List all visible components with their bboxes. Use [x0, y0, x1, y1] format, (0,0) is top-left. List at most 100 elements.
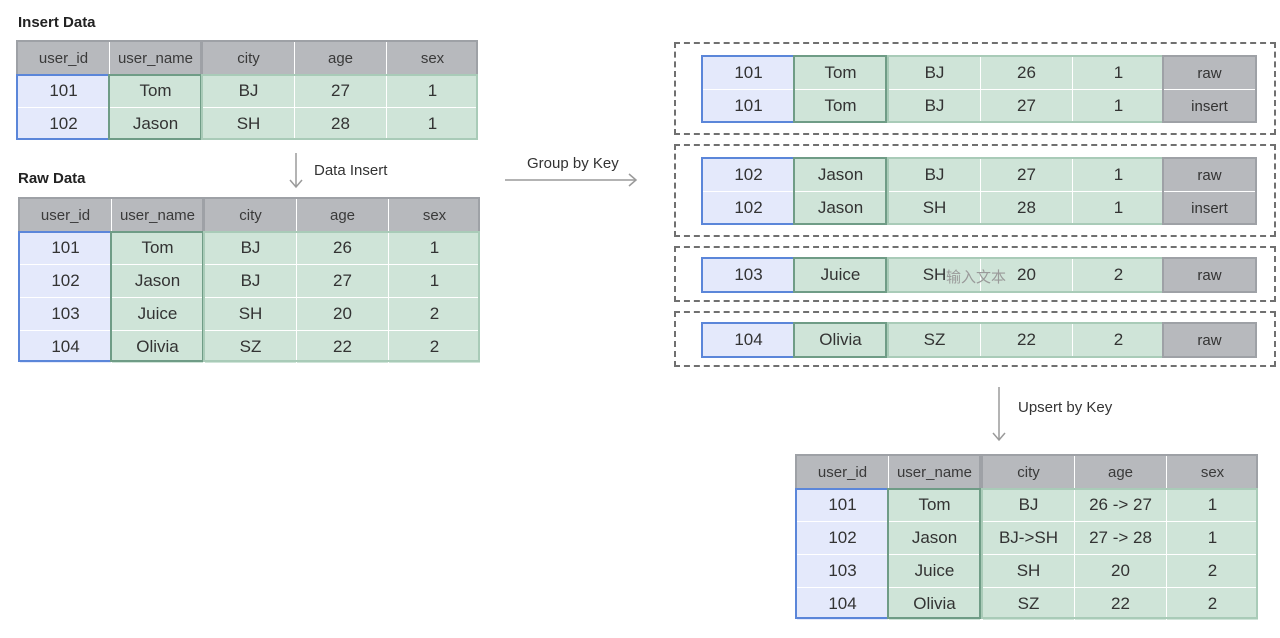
group-104-key-table: 104 Olivia [703, 324, 886, 356]
table-cell: Jason [889, 522, 980, 554]
row-source-tag: insert [1164, 192, 1255, 224]
table-cell: BJ [203, 75, 294, 107]
table-cell: 102 [703, 159, 794, 191]
table-cell: Olivia [889, 588, 980, 620]
group-box-103 [674, 246, 1276, 302]
header-age: age [1075, 456, 1166, 488]
table-cell: SZ [889, 324, 980, 356]
group-by-key-label: Group by Key [527, 155, 619, 172]
row-source-tag: raw [1164, 259, 1255, 291]
table-cell: Juice [112, 298, 203, 330]
table-cell: BJ [205, 232, 296, 264]
table-cell: Tom [110, 75, 201, 107]
table-cell: 101 [703, 90, 794, 122]
table-cell: SZ [983, 588, 1074, 620]
table-cell: 20 [1075, 555, 1166, 587]
table-cell: 1 [1073, 192, 1164, 224]
table-cell: BJ->SH [983, 522, 1074, 554]
table-cell: SZ [205, 331, 296, 363]
table-cell: 101 [797, 489, 888, 521]
header-user-name: user_name [889, 456, 980, 488]
header-age: age [297, 199, 388, 231]
table-cell: 2 [1073, 259, 1164, 291]
table-cell: 26 [981, 57, 1072, 89]
result-value-table: city age sex BJ 26 -> 27 1 BJ->SH 27 -> … [983, 456, 1258, 620]
row-source-tag: insert [1164, 90, 1255, 122]
table-cell: Tom [889, 489, 980, 521]
data-insert-arrowhead [289, 179, 303, 189]
group-box-101 [674, 42, 1276, 135]
header-user-id: user_id [797, 456, 888, 488]
table-cell: Tom [795, 90, 886, 122]
table-cell: 22 [297, 331, 388, 363]
table-cell: 2 [1073, 324, 1164, 356]
table-cell: 1 [1073, 57, 1164, 89]
header-city: city [983, 456, 1074, 488]
table-cell: 1 [1167, 489, 1258, 521]
table-cell: 103 [20, 298, 111, 330]
table-cell: BJ [889, 90, 980, 122]
group-102-tag-table: raw insert [1164, 159, 1255, 224]
table-cell: Tom [112, 232, 203, 264]
table-cell: 102 [797, 522, 888, 554]
table-cell: SH [983, 555, 1074, 587]
group-103-tag-table: raw [1164, 259, 1255, 291]
row-source-tag: raw [1164, 324, 1255, 356]
table-cell: 26 [297, 232, 388, 264]
table-cell: 27 [981, 90, 1072, 122]
data-insert-label: Data Insert [314, 162, 388, 179]
table-cell: 27 [981, 159, 1072, 191]
table-cell: BJ [889, 159, 980, 191]
insert-data-value-table: city age sex BJ 27 1 SH 28 1 [203, 42, 478, 140]
table-cell: 101 [20, 232, 111, 264]
table-cell: 1 [389, 232, 480, 264]
table-cell: Jason [795, 192, 886, 224]
table-cell: BJ [983, 489, 1074, 521]
table-cell: BJ [205, 265, 296, 297]
table-cell: 102 [703, 192, 794, 224]
table-cell: 26 -> 27 [1075, 489, 1166, 521]
table-cell: 2 [389, 331, 480, 363]
header-user-name: user_name [112, 199, 203, 231]
table-cell: 2 [1167, 555, 1258, 587]
table-cell: 1 [387, 108, 478, 140]
table-cell: Olivia [795, 324, 886, 356]
row-source-tag: raw [1164, 57, 1255, 89]
header-user-name: user_name [110, 42, 201, 74]
result-key-table: user_id user_name 101 Tom 102 Jason 103 … [797, 456, 980, 620]
table-cell: 2 [1167, 588, 1258, 620]
header-city: city [205, 199, 296, 231]
group-103-key-table: 103 Juice [703, 259, 886, 291]
table-cell: 27 [297, 265, 388, 297]
group-box-104 [674, 311, 1276, 367]
table-cell: 101 [18, 75, 109, 107]
table-cell: SH [889, 192, 980, 224]
table-cell: 22 [1075, 588, 1166, 620]
header-user-id: user_id [18, 42, 109, 74]
placeholder-overlay-text: 输入文本 [946, 269, 1007, 286]
table-cell: 1 [387, 75, 478, 107]
table-cell: 20 [297, 298, 388, 330]
table-cell: 1 [1167, 522, 1258, 554]
table-cell: 103 [703, 259, 794, 291]
group-103-value-table: SH 20 2 [889, 259, 1164, 291]
upsert-by-key-label: Upsert by Key [1018, 399, 1113, 416]
group-104-tag-table: raw [1164, 324, 1255, 356]
group-102-value-table: BJ 27 1 SH 28 1 [889, 159, 1164, 224]
group-101-value-table: BJ 26 1 BJ 27 1 [889, 57, 1164, 122]
table-cell: 22 [981, 324, 1072, 356]
header-city: city [203, 42, 294, 74]
header-sex: sex [1167, 456, 1258, 488]
table-cell: Juice [889, 555, 980, 587]
table-cell: 103 [797, 555, 888, 587]
insert-data-key-table: user_id user_name 101 Tom 102 Jason [18, 42, 201, 140]
table-cell: 28 [981, 192, 1072, 224]
raw-data-value-table: city age sex BJ 26 1 BJ 27 1 SH 20 2 SZ … [205, 199, 480, 363]
table-cell: 104 [703, 324, 794, 356]
group-box-102 [674, 144, 1276, 237]
header-user-id: user_id [20, 199, 111, 231]
upsert-by-key-arrowhead [992, 432, 1006, 442]
table-cell: 102 [20, 265, 111, 297]
table-cell: 104 [797, 588, 888, 620]
header-age: age [295, 42, 386, 74]
